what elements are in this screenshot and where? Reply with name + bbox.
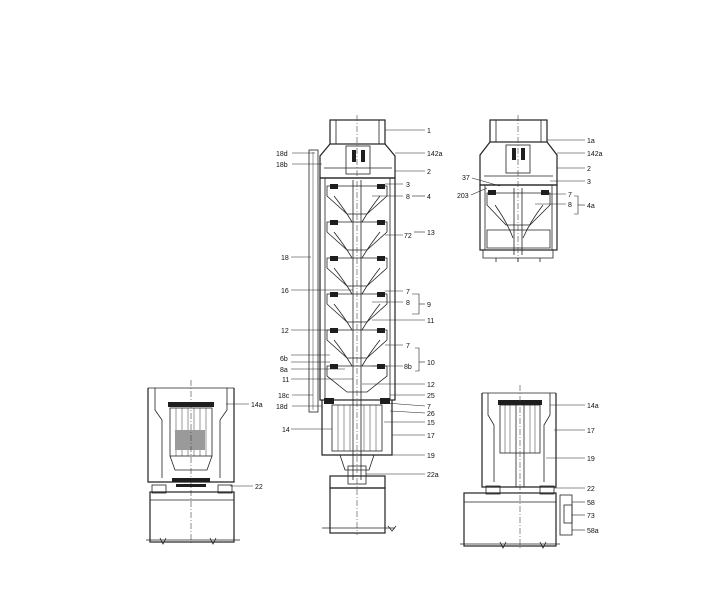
label-6b: 6b (280, 356, 288, 363)
label-18: 18 (281, 255, 289, 262)
label-22-br: 22 (587, 486, 595, 493)
label-17-br: 17 (587, 428, 595, 435)
label-37: 37 (462, 175, 470, 182)
label-25: 25 (427, 393, 435, 400)
label-2-tr: 2 (587, 166, 591, 173)
bottom-right-labels: 14a 17 19 22 58 73 58a (546, 403, 599, 535)
inlet-part (321, 400, 393, 456)
stage-5 (326, 328, 388, 367)
label-14a-br: 14a (587, 403, 599, 410)
top-right-view (479, 115, 558, 262)
main-pump-view (308, 115, 397, 535)
label-22-bl: 22 (255, 484, 263, 491)
label-18d-bottom: 18d (276, 404, 288, 411)
main-labels-right: 1 142a 2 3 8 4 72 13 7 8 9 11 7 8b 10 12… (362, 128, 443, 479)
stage-4 (326, 292, 388, 331)
label-7-tr: 7 (568, 192, 572, 199)
label-18b: 18b (276, 162, 288, 169)
label-12-r: 12 (427, 382, 435, 389)
label-22a: 22a (427, 472, 439, 479)
label-14a-bl: 14a (251, 402, 263, 409)
label-142a-tr: 142a (587, 151, 603, 158)
label-8b: 8b (404, 364, 412, 371)
label-26: 26 (427, 411, 435, 418)
label-18c: 18c (278, 393, 290, 400)
label-11-l: 11 (282, 377, 289, 384)
label-58: 58 (587, 500, 595, 507)
label-142a: 142a (427, 151, 443, 158)
label-8a: 8a (280, 367, 288, 374)
label-10: 10 (427, 360, 435, 367)
label-3: 3 (406, 182, 410, 189)
top-right-labels: 1a 142a 2 3 7 8 4a 37 203 (457, 138, 603, 215)
label-58a: 58a (587, 528, 599, 535)
label-72: 72 (404, 233, 412, 240)
label-18d-top: 18d (276, 151, 288, 158)
label-15: 15 (427, 420, 435, 427)
label-8-b: 8 (406, 300, 410, 307)
label-203: 203 (457, 193, 469, 200)
main-labels-left: 18d 18b 18 16 12 6b 8a 11 18c 18d 14 (276, 151, 353, 434)
label-7-c: 7 (427, 404, 431, 411)
coupling (347, 465, 367, 485)
label-1a: 1a (587, 138, 595, 145)
label-7-b: 7 (406, 343, 410, 350)
stage-1 (326, 184, 388, 223)
label-14: 14 (282, 427, 290, 434)
label-4: 4 (427, 194, 431, 201)
label-7-a: 7 (406, 289, 410, 296)
label-9: 9 (427, 302, 431, 309)
label-73: 73 (587, 513, 595, 520)
stage-3 (326, 256, 388, 295)
stage-2 (326, 220, 388, 259)
label-13: 13 (427, 230, 435, 237)
label-17: 17 (427, 433, 435, 440)
label-19: 19 (427, 453, 435, 460)
label-16: 16 (281, 288, 289, 295)
discharge-pipe (329, 119, 386, 145)
bottom-left-labels: 14a 22 (226, 402, 263, 491)
pump-casing (319, 177, 396, 401)
motor-housing (329, 487, 386, 534)
label-2: 2 (427, 169, 431, 176)
bottom-right-view (460, 385, 573, 549)
label-3-tr: 3 (587, 179, 591, 186)
cable-guard (308, 149, 319, 413)
label-1: 1 (427, 128, 431, 135)
label-4a: 4a (587, 203, 595, 210)
strainer (331, 404, 383, 452)
bottom-left-view (146, 380, 240, 545)
label-8-a: 8 (406, 194, 410, 201)
label-11-r: 11 (427, 318, 434, 325)
label-12-l: 12 (281, 328, 289, 335)
label-8-tr: 8 (568, 202, 572, 209)
valve-housing (319, 143, 396, 179)
label-19-br: 19 (587, 456, 595, 463)
